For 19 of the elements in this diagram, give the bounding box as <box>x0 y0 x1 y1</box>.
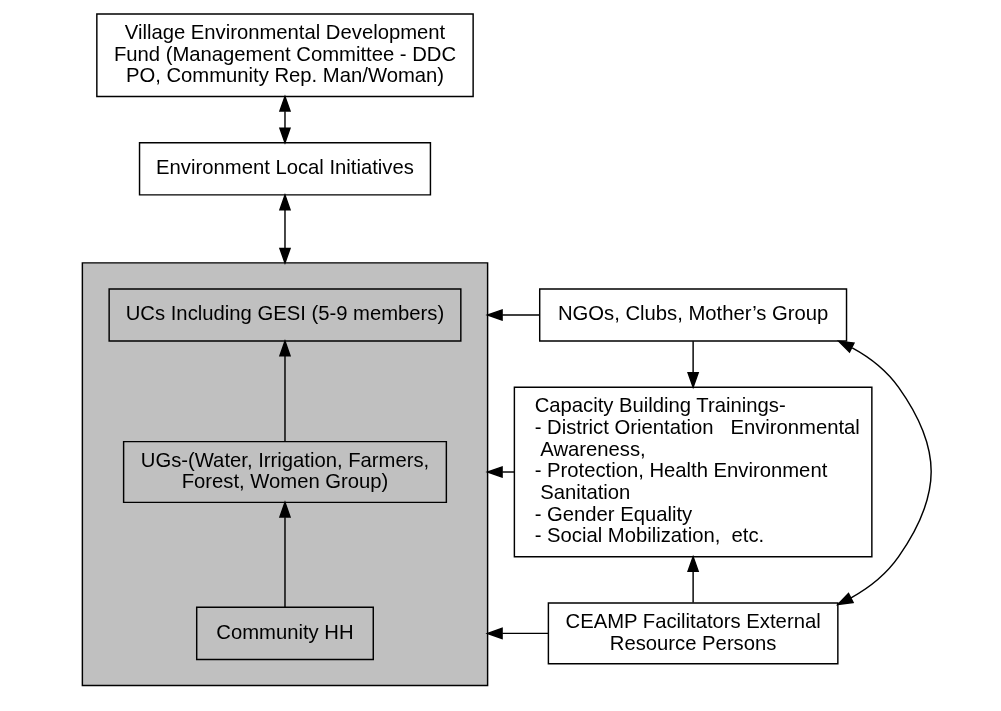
node-box: UCs Including GESI (5-9 members) <box>107 288 462 342</box>
node-box: CEAMP Facilitators External Resource Persons <box>547 602 839 665</box>
arrow <box>686 340 699 390</box>
node-box: Capacity Building Trainings- - District Orientation Environmental Awareness, - Protection, Health Environment Sanitation - Gender Equality - Social Mobilization, etc. <box>513 386 873 558</box>
arrow <box>484 627 549 640</box>
arrow <box>278 94 291 145</box>
node-box: Village Environmental Development Fund (Management Committee - DDC PO, Community Rep. Man/Woman) <box>95 13 474 98</box>
arrow <box>686 554 699 604</box>
node-box: Environment Local Initiatives <box>138 142 431 196</box>
node-box: Community HH <box>195 606 374 661</box>
node-box: UGs-(Water, Irrigation, Farmers, Forest, Women Group) <box>122 440 447 504</box>
arrow <box>278 500 291 608</box>
cluster <box>81 262 488 687</box>
arrow <box>835 340 932 606</box>
arrow <box>278 193 291 266</box>
node-box: NGOs, Clubs, Mother’s Group <box>538 288 847 342</box>
arrow <box>484 308 540 322</box>
arrow <box>484 465 515 479</box>
arrow <box>278 339 291 442</box>
